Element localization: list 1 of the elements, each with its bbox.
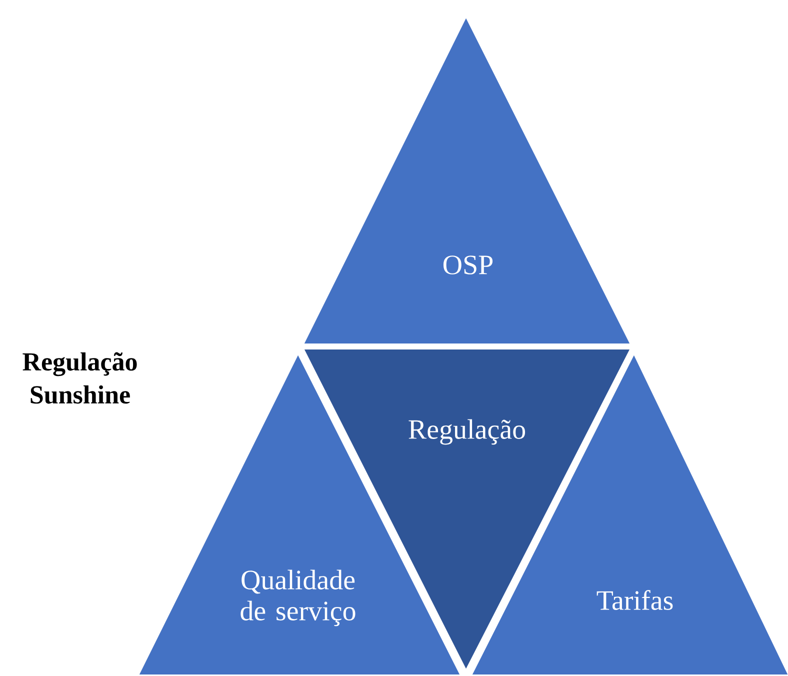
side-label: Regulação Sunshine	[22, 352, 137, 404]
